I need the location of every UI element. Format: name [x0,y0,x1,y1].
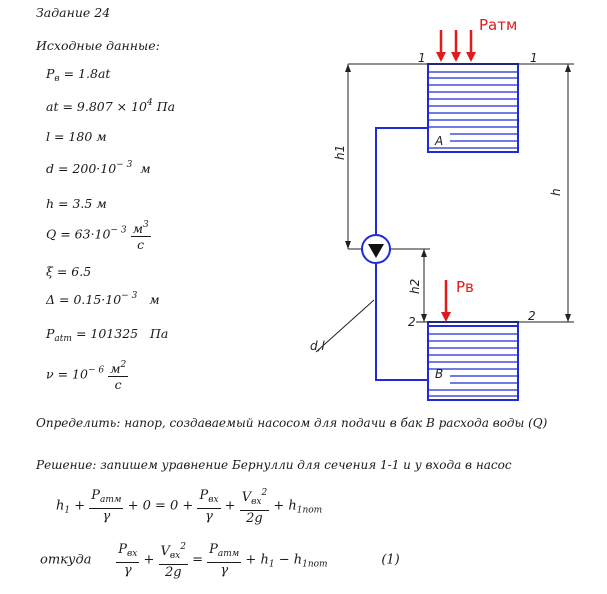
pipe-leader-line [315,299,375,353]
sec1-right-label: 1 [530,51,538,65]
point-b-label: B [435,367,443,381]
param-delta: Δ = 0.15·10− 3 м [46,291,160,307]
pump-triangle-icon [368,244,384,258]
sec2-left-label: 2 [408,315,416,329]
param-xi: ξ = 6.5 [46,264,92,279]
point-a-label: A [434,134,443,148]
dim-h-label: h [549,188,563,196]
lower-water-lines [428,325,518,397]
patm-arrows [436,30,476,62]
param-h: h = 3.5 м [46,196,107,211]
param-l: l = 180 м [46,129,107,144]
solution-statement: Решение: запишем уравнение Бернулли для … [36,458,512,472]
dim-h2-label: h2 [408,279,422,294]
task-statement: Определить: напор, создаваемый насосом д… [36,416,548,430]
suction-pipe [375,127,428,234]
discharge-pipe [375,264,428,381]
dim-h1-label: h1 [333,145,347,160]
pipe-label: d,l [310,339,325,353]
pv-label: Рв [456,278,474,296]
sec2-right-label: 2 [528,309,536,323]
sec1-left-label: 1 [418,51,426,65]
patm-label: Ратм [479,16,517,34]
pv-arrow [441,280,451,322]
task-title: Задание 24 [36,5,111,20]
param-pv: Pв = 1.8at [46,66,111,84]
param-patm: Patm = 101325 Па [46,326,169,344]
upper-water-lines [428,71,518,149]
param-d: d = 200·10− 3 м [46,160,151,176]
given-heading: Исходные данные: [36,38,160,53]
param-at: at = 9.807 × 104 Па [46,98,176,114]
